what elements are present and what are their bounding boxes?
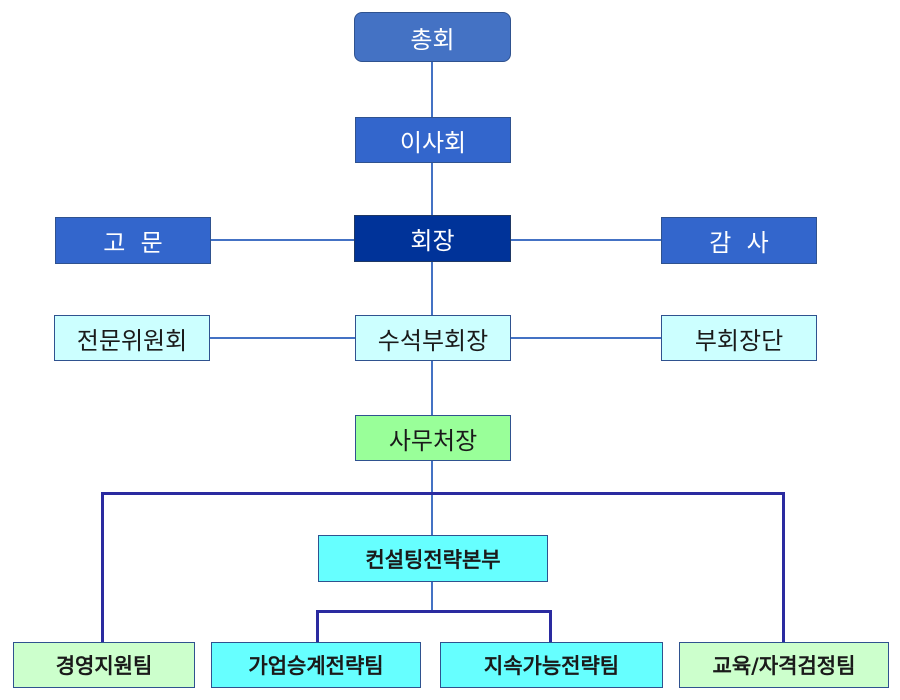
connector-senior-vice-secretary [431,361,433,415]
node-label: 교육/자격검정팀 [712,654,856,678]
node-label: 경영지원팀 [55,654,153,678]
node-secretary-general: 사무처장 [355,415,511,461]
node-label: 사무처장 [388,426,478,455]
node-label: 지속가능전략팀 [483,654,620,678]
connector-senior-vice-vicechairs [511,337,661,339]
connector-chairman-senior-vice [431,262,433,315]
node-education-certification: 교육/자격검정팀 [679,642,889,688]
node-label: 부회장단 [694,326,784,355]
connector-team-bar [101,492,785,495]
node-auditor: 감 사 [661,217,817,264]
node-board: 이사회 [355,117,511,163]
connector-committee-senior-vice [210,337,355,339]
connector-hq-bar [316,610,551,613]
connector-secretary-down [431,461,433,535]
node-label: 감 사 [709,229,769,257]
node-label: 가업승계전략팀 [248,654,384,678]
connector-assembly-board [431,62,433,117]
connector-hq-sustainability [549,610,552,642]
node-label: 컨설팅전략본부 [365,547,501,572]
node-label: 회장 [410,227,455,255]
node-chairman: 회장 [354,215,511,262]
node-senior-vice-chairman: 수석부회장 [355,315,511,361]
node-label: 총회 [410,25,455,54]
node-label: 고 문 [103,229,163,257]
connector-hq-down [431,582,433,612]
node-label: 수석부회장 [377,326,489,355]
node-expert-committee: 전문위원회 [54,315,210,361]
node-label: 이사회 [399,128,467,157]
connector-bar-education [782,492,785,642]
connector-advisor-chairman [211,239,354,241]
node-management-support: 경영지원팀 [13,642,195,688]
node-advisor: 고 문 [55,217,211,264]
connector-board-chairman [431,163,433,215]
node-consulting-hq: 컨설팅전략본부 [318,535,548,582]
connector-chairman-auditor [511,239,661,241]
node-succession-strategy: 가업승계전략팀 [211,642,421,688]
connector-bar-management [101,492,104,642]
node-vice-chairmen: 부회장단 [661,315,817,361]
connector-hq-succession [316,610,319,642]
node-general-assembly: 총회 [354,12,511,62]
node-label: 전문위원회 [76,326,188,355]
node-sustainability-strategy: 지속가능전략팀 [440,642,663,688]
